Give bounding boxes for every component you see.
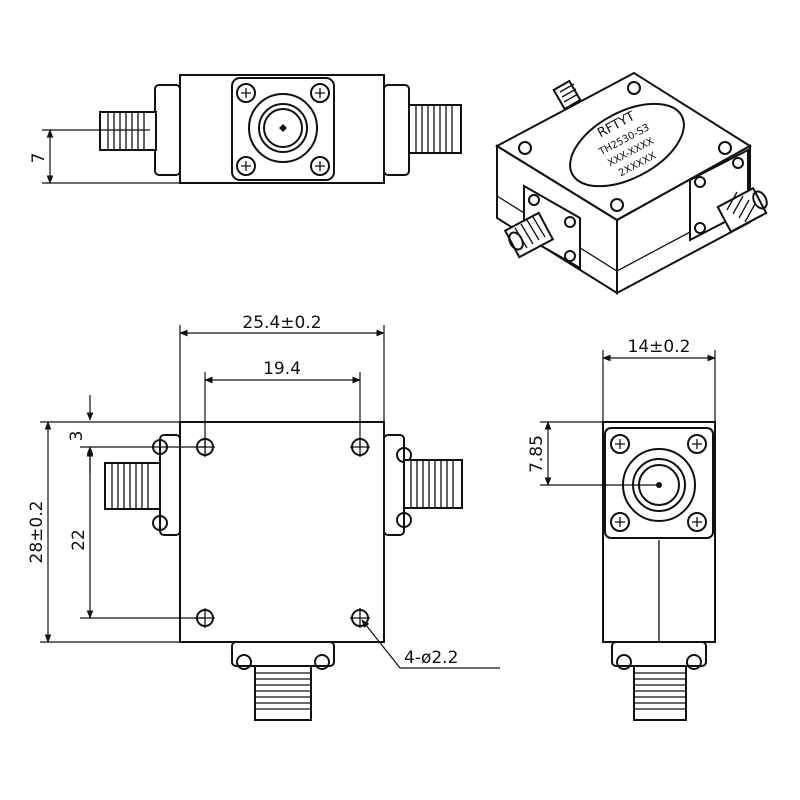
- dim-side-height-label: 7: [29, 153, 49, 164]
- front-bottom-connector: [231, 641, 335, 721]
- dim-connector-center-height-label: 7.85: [527, 435, 547, 473]
- iso-right-connector: [689, 148, 768, 242]
- mounting-holes: [195, 437, 370, 628]
- front-right-connector: [383, 434, 463, 536]
- front-left-connector: [104, 434, 181, 536]
- dimension-body-width: 25.4±0.2: [179, 313, 385, 422]
- side-connector-flange: [604, 427, 714, 539]
- dim-hole-spacing-x-label: 19.4: [263, 359, 301, 379]
- dim-body-height-label: 28±0.2: [27, 501, 47, 564]
- dim-hole-spacing-y-label: 22: [69, 529, 89, 551]
- hole-callout-label: 4-ø2.2: [404, 648, 458, 668]
- dim-body-width-label: 25.4±0.2: [242, 313, 321, 333]
- top-right-connector: [383, 84, 462, 176]
- dimension-connector-center-height: 7.85: [527, 421, 659, 486]
- iso-left-connector: [503, 184, 581, 270]
- top-view: 7: [29, 74, 462, 184]
- dimension-hole-spacing-y: 22: [69, 446, 205, 619]
- dimension-thickness: 14±0.2: [602, 337, 716, 422]
- side-view: 14±0.2 7.85: [527, 337, 716, 721]
- hole-callout: 4-ø2.2: [361, 619, 500, 669]
- isometric-view: RFTYT TH2530-S3 XXX-XXXX 2XXXXX: [494, 71, 768, 295]
- side-bottom-connector: [611, 641, 707, 721]
- dimension-hole-spacing-x: 19.4: [204, 359, 361, 447]
- dim-hole-offset-top-label: 3: [67, 431, 87, 442]
- top-center-connector: [231, 77, 335, 181]
- dim-thickness-label: 14±0.2: [628, 337, 691, 357]
- front-view: 25.4±0.2 19.4 28±0.2 3 22: [27, 313, 500, 721]
- iso-back-connector: [552, 79, 582, 111]
- iso-label-text: RFTYT TH2530-S3 XXX-XXXX 2XXXXX: [595, 109, 658, 179]
- top-left-connector: [99, 84, 181, 176]
- dimension-side-height: 7: [29, 129, 180, 184]
- dimension-body-height: 28±0.2: [27, 421, 180, 643]
